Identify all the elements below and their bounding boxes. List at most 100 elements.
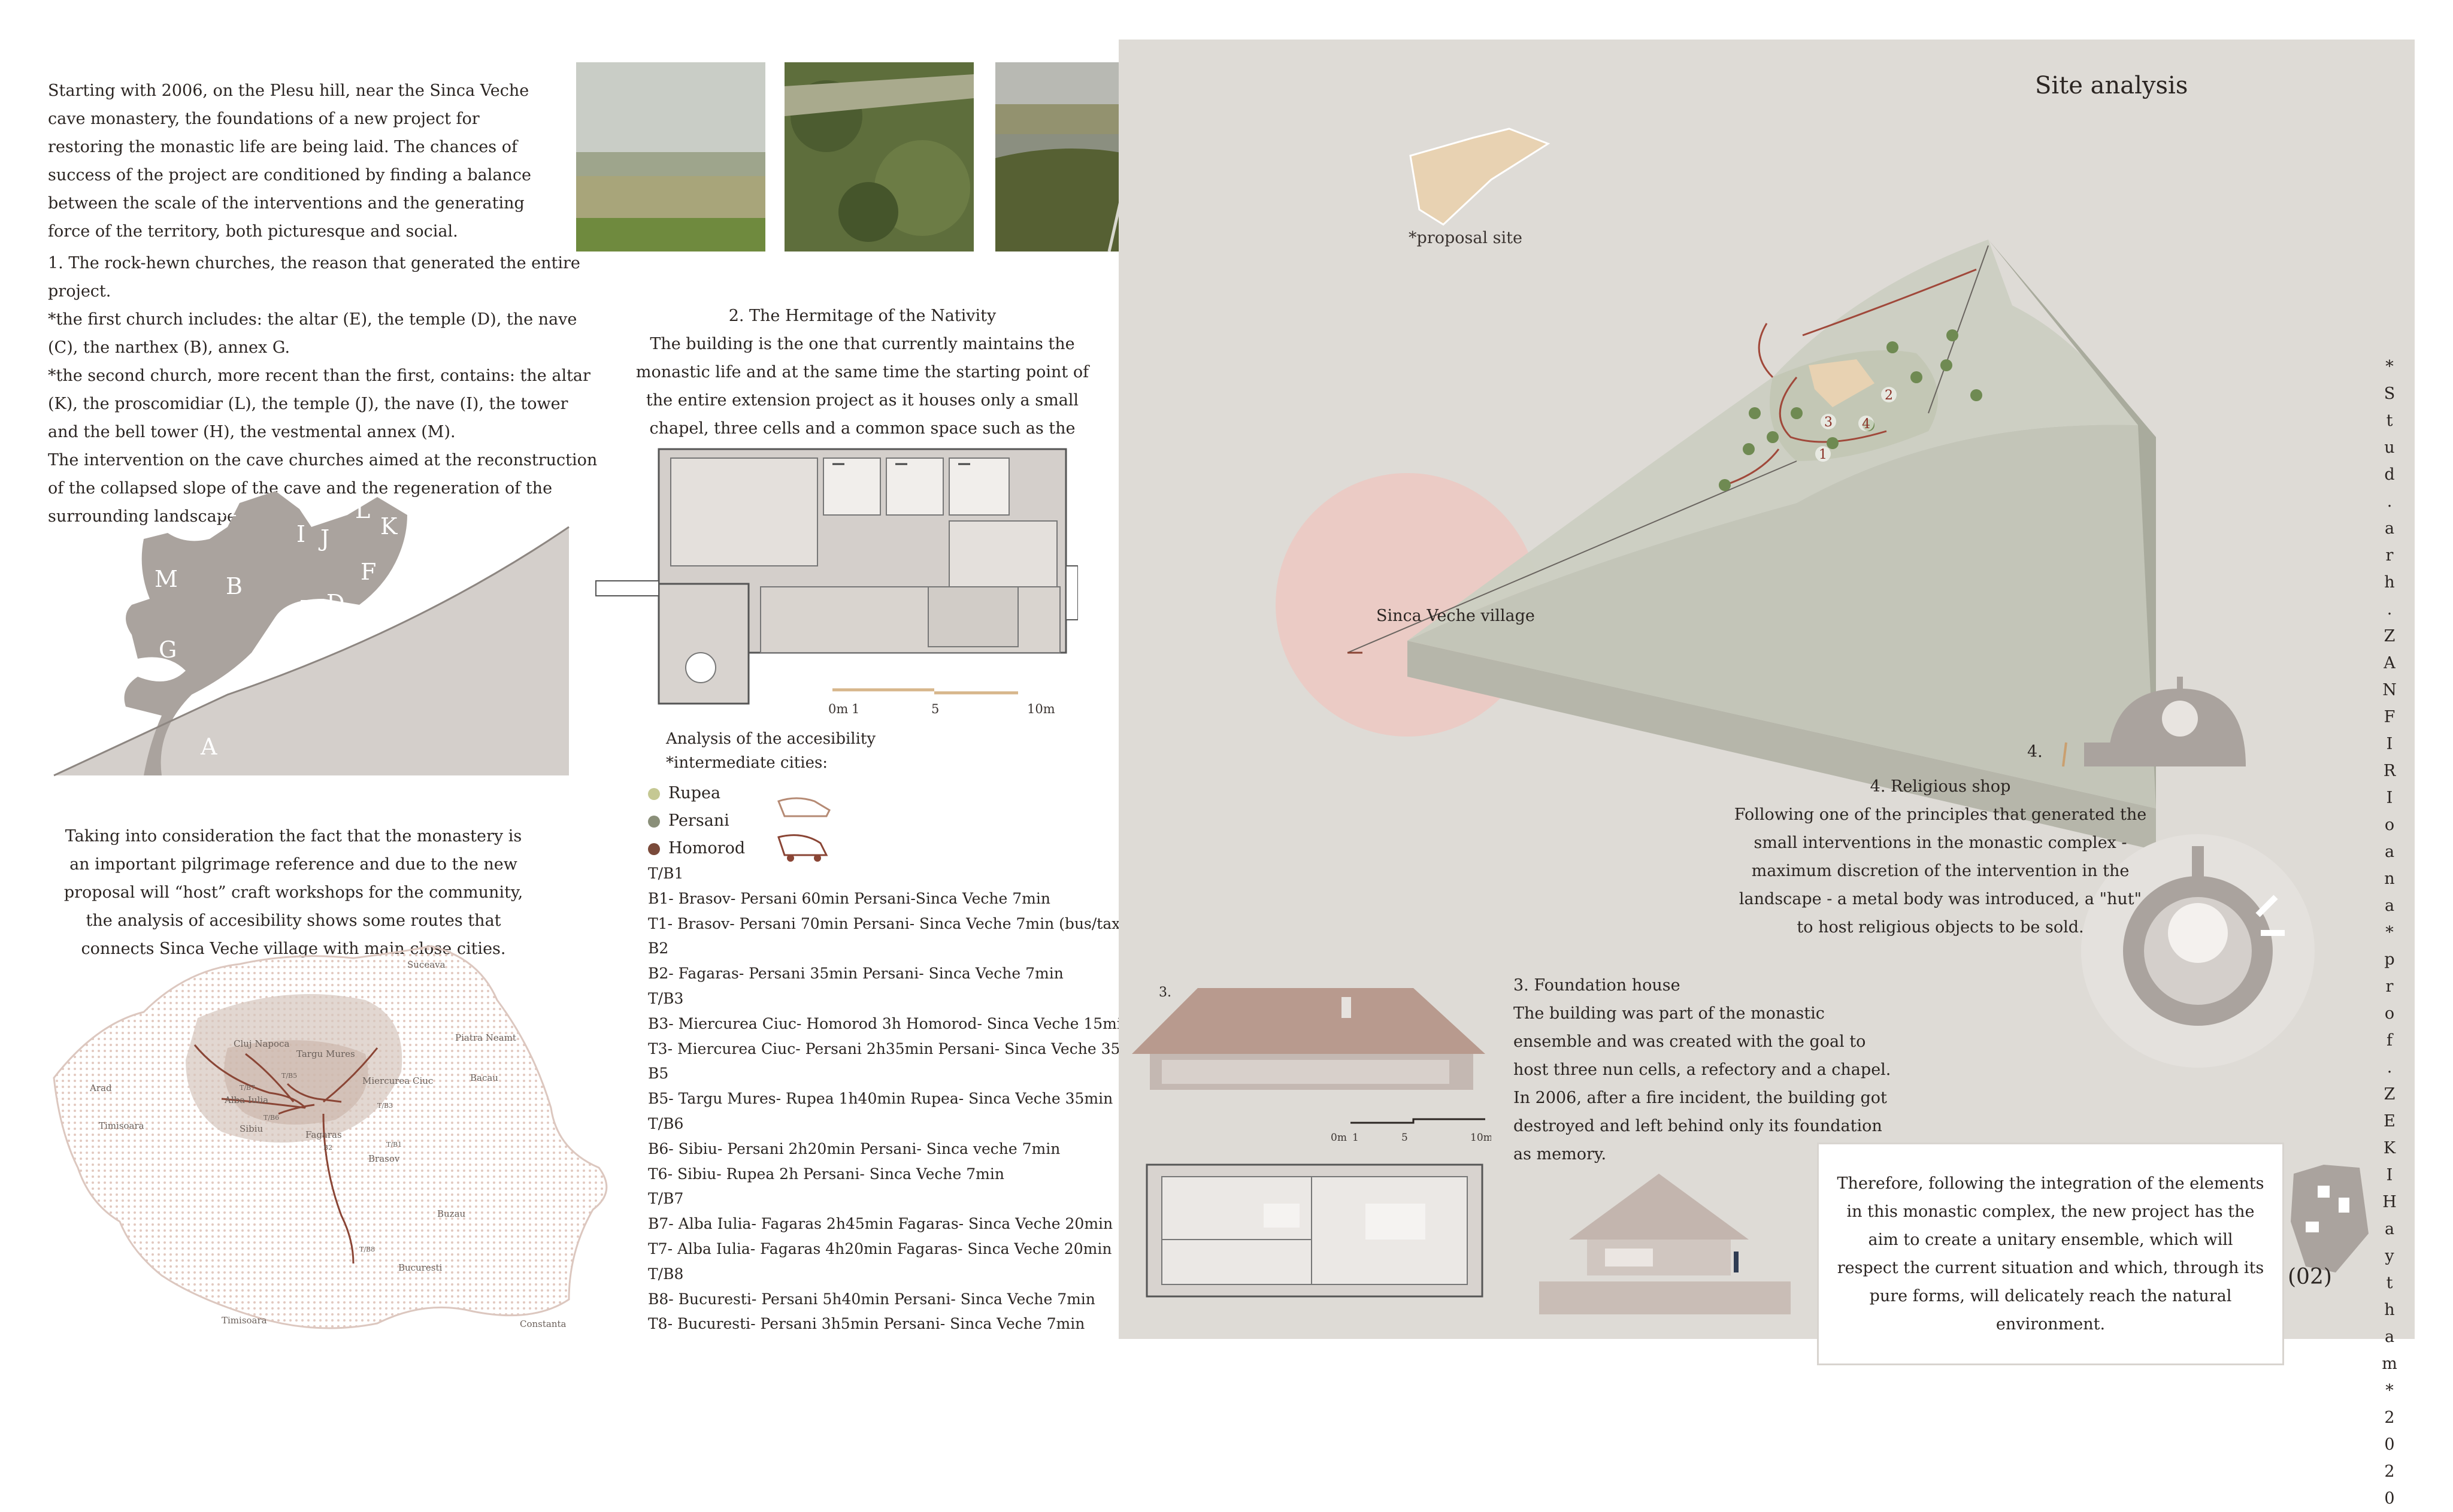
author-char: y bbox=[2385, 1247, 2394, 1265]
route-line: T7- Alba Iulia- Fagaras 4h20min Fagaras-… bbox=[648, 1240, 1112, 1258]
foundation-scale-label: 1 bbox=[1352, 1132, 1359, 1144]
conclusion-box: Therefore, following the integration of … bbox=[1817, 1143, 2284, 1365]
author-char: o bbox=[2384, 1004, 2395, 1023]
author-char: p bbox=[2384, 950, 2395, 969]
author-char: I bbox=[2386, 789, 2393, 807]
map-city: Targu Mures bbox=[296, 1049, 355, 1059]
foundation-house-elevation bbox=[1132, 988, 1485, 1090]
accessibility-subtitle: *intermediate cities: bbox=[666, 754, 828, 772]
pilgrimage-paragraph: Taking into consideration the fact that … bbox=[63, 827, 523, 958]
map-route-label: T/B1 bbox=[386, 1141, 402, 1149]
site-marker: 4 bbox=[1862, 417, 1870, 432]
hermitage-text: 2. The Hermitage of the Nativity The bui… bbox=[623, 302, 1102, 471]
author-char: d bbox=[2384, 465, 2395, 484]
author-char: a bbox=[2384, 896, 2395, 915]
romania-route-map: Suceava Cluj Napoca Targu Mures Piatra N… bbox=[53, 945, 608, 1329]
cave-churches-text: 1. The rock-hewn churches, the reason th… bbox=[48, 249, 599, 531]
legend-dot bbox=[648, 815, 660, 828]
route-line: T/B7 bbox=[648, 1190, 684, 1208]
proposal-site-shape bbox=[1409, 128, 1550, 226]
hermitage-scale-label: 10m bbox=[1027, 702, 1055, 716]
author-char: f bbox=[2387, 1031, 2393, 1050]
site-marker: 3 bbox=[1824, 415, 1833, 430]
cave-label: J bbox=[318, 525, 329, 552]
foundation-label: 3. bbox=[1159, 985, 1171, 1000]
aerial-photo-forest bbox=[785, 62, 974, 252]
site-marker: 2 bbox=[1885, 388, 1893, 403]
foundation-house-plan bbox=[1146, 1163, 1483, 1298]
author-char: N bbox=[2382, 681, 2397, 699]
route-line: B5- Targu Mures- Rupea 1h40min Rupea- Si… bbox=[648, 1090, 1113, 1108]
intro-paragraph: Starting with 2006, on the Plesu hill, n… bbox=[48, 81, 531, 241]
cave-label: K bbox=[380, 513, 398, 540]
legend-item-rupea: Rupea bbox=[648, 780, 1007, 807]
author-char: h bbox=[2384, 1301, 2395, 1319]
cave-label: F bbox=[361, 559, 376, 585]
legend-dot bbox=[648, 787, 660, 800]
author-char: u bbox=[2384, 438, 2395, 457]
route-line: T/B8 bbox=[648, 1265, 684, 1283]
transport-icons bbox=[777, 797, 831, 862]
hermitage-scale-label: 1 bbox=[852, 702, 859, 716]
author-char: 0 bbox=[2384, 1489, 2395, 1508]
hermitage-scale-label: 5 bbox=[931, 702, 939, 716]
route-line: B2- Fagaras- Persani 35min Persani- Sinc… bbox=[648, 965, 1064, 983]
page-number: (02) bbox=[2288, 1265, 2332, 1289]
legend-label: Persani bbox=[668, 811, 729, 830]
foundation-house-title: 3. Foundation house bbox=[1513, 976, 1680, 995]
map-city: Brasov bbox=[368, 1153, 400, 1164]
map-city: Timisoara bbox=[222, 1315, 267, 1326]
second-church-description: *the second church, more recent than the… bbox=[48, 366, 590, 441]
site-analysis-title: Site analysis bbox=[2035, 72, 2188, 99]
religious-shop-title: 4. Religious shop bbox=[1870, 777, 2011, 796]
author-char: a bbox=[2384, 1220, 2395, 1238]
site-thumbnail bbox=[2291, 1165, 2369, 1272]
route-line: T6- Sibiu- Rupea 2h Persani- Sinca Veche… bbox=[648, 1165, 1004, 1183]
cave-church-plan: H I J L K M B F D E H G A bbox=[53, 491, 570, 777]
map-city: Bacau bbox=[470, 1072, 498, 1083]
map-city: Piatra Neamt bbox=[455, 1032, 516, 1043]
map-city: Cluj Napoca bbox=[234, 1038, 289, 1049]
foundation-scale-label: 0m bbox=[1331, 1132, 1347, 1144]
author-char: I bbox=[2386, 1166, 2393, 1184]
author-char: h bbox=[2384, 573, 2395, 592]
cave-label: B bbox=[226, 573, 243, 599]
cave-label: H bbox=[299, 596, 319, 622]
religious-shop-plan bbox=[2081, 834, 2315, 1068]
cave-churches-title: 1. The rock-hewn churches, the reason th… bbox=[48, 254, 580, 301]
author-char: r bbox=[2385, 977, 2394, 996]
route-line: B7- Alba Iulia- Fagaras 2h45min Fagaras-… bbox=[648, 1215, 1113, 1233]
route-line: T8- Bucuresti- Persani 3h5min Persani- S… bbox=[648, 1315, 1085, 1333]
author-char: t bbox=[2386, 411, 2393, 430]
author-char: Z bbox=[2384, 627, 2396, 646]
author-char: Z bbox=[2384, 1085, 2396, 1104]
city-legend: Rupea Persani Homorod bbox=[648, 780, 1007, 862]
route-line: T3- Miercurea Ciuc- Persani 2h35min Pers… bbox=[648, 1040, 1149, 1058]
author-char: a bbox=[2384, 843, 2395, 861]
route-line: B5 bbox=[648, 1065, 669, 1083]
legend-label: Rupea bbox=[668, 784, 721, 802]
map-city: Bucuresti bbox=[398, 1262, 443, 1273]
accessibility-section: Analysis of the accesibility *intermedia… bbox=[648, 727, 1067, 775]
foundation-scale-label: 10m bbox=[1470, 1132, 1491, 1144]
author-char: . bbox=[2387, 492, 2393, 511]
author-char: S bbox=[2384, 384, 2396, 403]
map-city: Suceava bbox=[407, 959, 446, 970]
hermitage-title: 2. The Hermitage of the Nativity bbox=[728, 307, 997, 325]
map-city: Sibiu bbox=[240, 1123, 263, 1134]
cave-intervention-description: The intervention on the cave churches ai… bbox=[48, 451, 598, 526]
route-list: T/B1 B1- Brasov- Persani 60min Persani-S… bbox=[648, 861, 1149, 1337]
author-char: * bbox=[2385, 923, 2394, 942]
site-model-axonometric: 1 2 3 4 bbox=[1276, 240, 2156, 850]
hermitage-floor-plan: 0m 1 5 10m bbox=[595, 448, 1078, 716]
foundation-scale-label: 5 bbox=[1401, 1132, 1408, 1144]
religious-shop-elevation bbox=[2062, 677, 2246, 767]
route-line: B1- Brasov- Persani 60min Persani-Sinca … bbox=[648, 889, 1050, 907]
legend-dot bbox=[648, 843, 660, 855]
route-line: B3- Miercurea Ciuc- Homorod 3h Homorod- … bbox=[648, 1014, 1131, 1032]
author-char: o bbox=[2384, 816, 2395, 834]
map-city: Fagaras bbox=[305, 1129, 342, 1140]
author-char: r bbox=[2385, 546, 2394, 565]
map-route-label: T/B7 bbox=[240, 1084, 255, 1092]
map-city: Buzau bbox=[437, 1208, 466, 1219]
